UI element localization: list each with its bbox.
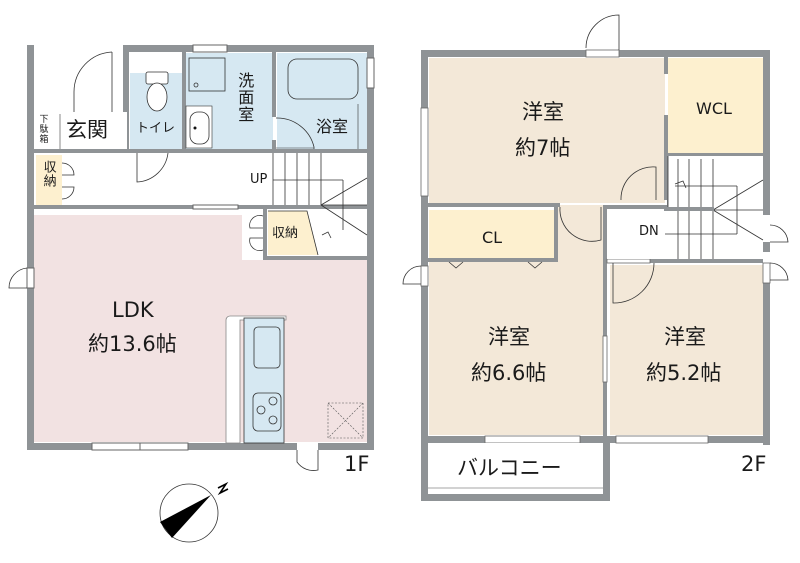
storage-1-label: 収納 — [40, 160, 56, 188]
stairs-down-label: DN — [639, 224, 659, 239]
cl-fill — [429, 210, 554, 258]
stove-icon — [252, 392, 282, 432]
ldk-size: 約13.6帖 — [88, 332, 177, 356]
room7-fill — [429, 58, 665, 203]
room66-size: 約6.6帖 — [471, 361, 547, 385]
toilet-icon — [145, 71, 169, 85]
floor-2-plan — [402, 14, 789, 501]
stairs-up-label: UP — [250, 172, 268, 187]
ldk-label: LDK — [112, 298, 154, 322]
north-arrow-icon — [159, 481, 229, 543]
room52-fill — [610, 265, 763, 435]
sink-icon — [189, 111, 210, 145]
bathtub-icon — [287, 58, 359, 100]
room52-label: 洋室 — [664, 325, 706, 349]
cl-label: CL — [482, 228, 503, 247]
room66-fill — [429, 262, 603, 435]
balcony-label: バルコニー — [457, 456, 562, 480]
genkan-label: 玄関 — [66, 118, 108, 142]
wcl-fill — [668, 58, 763, 153]
entrance-door-swing — [73, 51, 113, 112]
washroom-label: 洗面室 — [235, 72, 255, 123]
storage1-fill — [36, 155, 62, 205]
washing-machine-icon — [188, 57, 226, 92]
fridge-space — [327, 402, 364, 439]
kitchen-counter — [243, 317, 285, 444]
room66-label: 洋室 — [488, 325, 530, 349]
storage2-fill — [268, 211, 318, 255]
getabako-label: 下駄箱 — [37, 114, 48, 144]
kitchen-sink-icon — [253, 326, 281, 369]
floor-1-plan — [8, 44, 375, 471]
staircase-2f — [607, 156, 764, 259]
balcony-fill — [428, 443, 603, 493]
storage-2-label: 収納 — [272, 226, 299, 241]
bathroom-fill — [277, 53, 367, 149]
toilet-label: トイレ — [136, 121, 176, 136]
floor-1-label: 1F — [344, 452, 370, 476]
floor-2-label: 2F — [741, 452, 767, 476]
bathroom-label: 浴室 — [316, 117, 349, 136]
wcl-label: WCL — [696, 99, 732, 118]
room7-label: 洋室 — [522, 100, 564, 124]
room7-size: 約7帖 — [515, 136, 571, 160]
staircase-1f — [272, 153, 368, 236]
room52-size: 約5.2帖 — [646, 361, 722, 385]
